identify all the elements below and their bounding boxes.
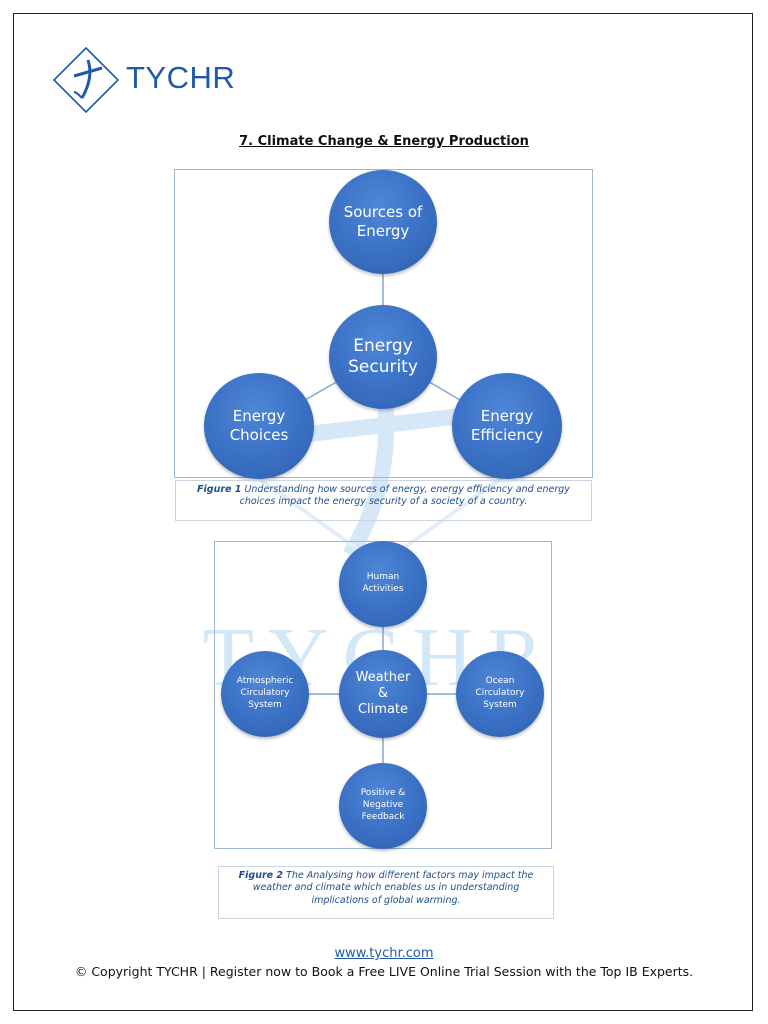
node-atmospheric-circulatory-system: Atmospheric Circulatory System [221,651,309,737]
figure1-frame [174,169,593,478]
figure2-caption: Figure 2 The Analysing how different fac… [218,866,554,919]
footer-copyright: © Copyright TYCHR | Register now to Book… [74,964,694,979]
page-title: 7. Climate Change & Energy Production [239,134,529,149]
node-energy-security: Energy Security [329,305,437,409]
figure2-caption-text: The Analysing how different factors may … [252,870,534,906]
node-energy-choices: Energy Choices [204,373,314,479]
node-sources-of-energy: Sources of Energy [329,170,437,274]
footer-website-link[interactable]: www.tychr.com [334,946,434,961]
figure1-caption: Figure 1 Understanding how sources of en… [175,480,592,521]
brand-name: TYCHR [126,60,236,95]
node-weather-climate: Weather & Climate [339,650,427,738]
figure2-caption-label: Figure 2 [238,870,284,881]
page-border [13,13,753,1011]
tychr-logo-icon [52,46,120,114]
node-human-activities: Human Activities [339,541,427,627]
figure1-caption-text: Understanding how sources of energy, ene… [239,484,570,508]
node-ocean-circulatory-system: Ocean Circulatory System [456,651,544,737]
node-energy-efficiency: Energy Efficiency [452,373,562,479]
node-positive-negative-feedback: Positive & Negative Feedback [339,763,427,849]
figure1-caption-label: Figure 1 [197,484,242,495]
